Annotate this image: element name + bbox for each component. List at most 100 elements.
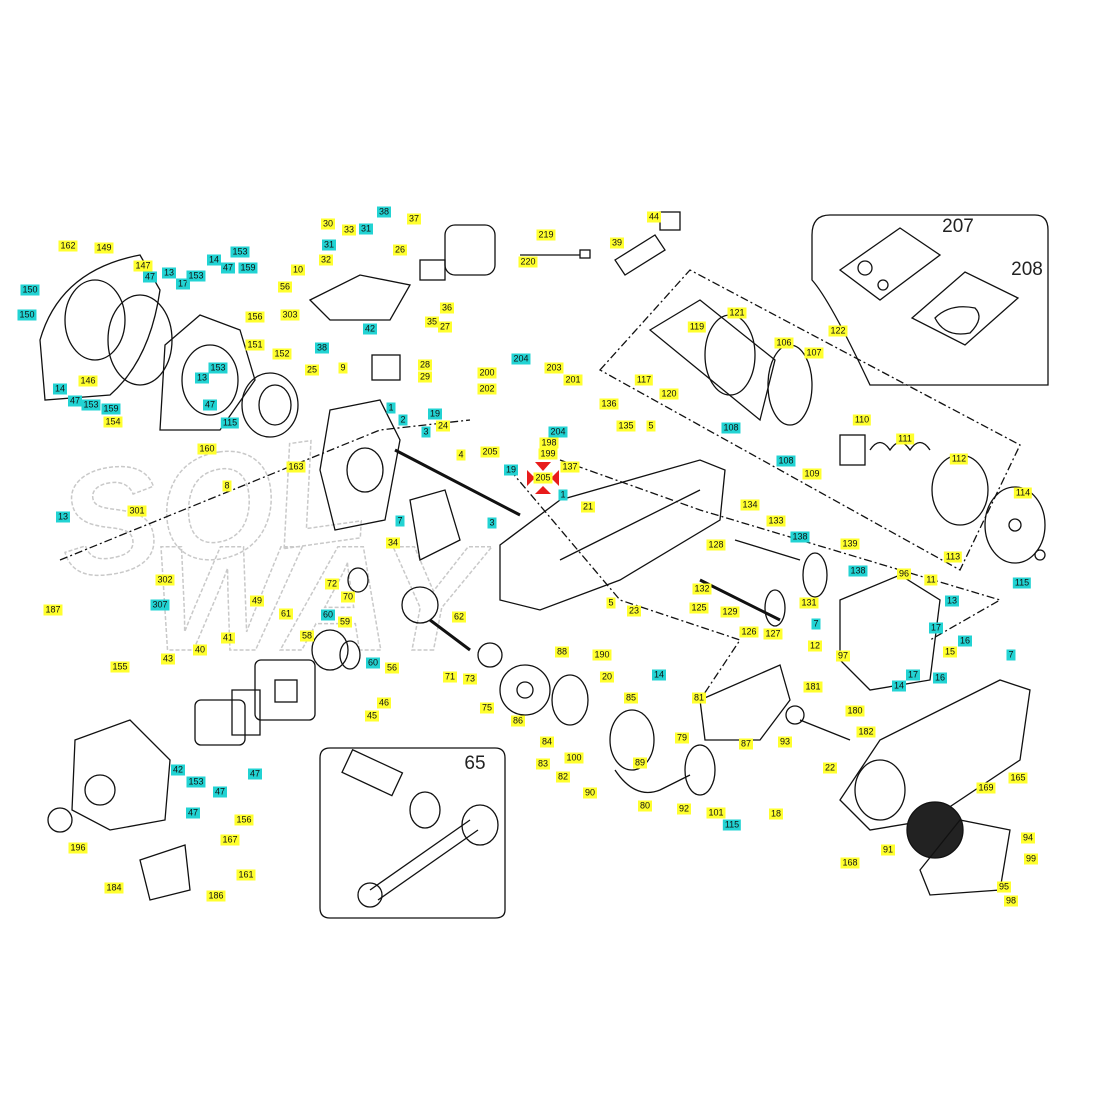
part-callout-129[interactable]: 129 [720, 606, 740, 618]
part-callout-71[interactable]: 71 [442, 671, 458, 683]
part-callout-49[interactable]: 49 [249, 595, 265, 607]
part-callout-42[interactable]: 42 [170, 764, 186, 776]
part-callout-7[interactable]: 7 [1006, 649, 1016, 661]
part-callout-187[interactable]: 187 [43, 604, 63, 616]
part-callout-138[interactable]: 138 [790, 531, 810, 543]
part-callout-31[interactable]: 31 [358, 223, 374, 235]
part-callout-59[interactable]: 59 [337, 616, 353, 628]
part-callout-41[interactable]: 41 [220, 632, 236, 644]
part-callout-186[interactable]: 186 [206, 890, 226, 902]
part-callout-106[interactable]: 106 [774, 337, 794, 349]
part-callout-13[interactable]: 13 [161, 267, 177, 279]
part-callout-19[interactable]: 19 [503, 464, 519, 476]
part-callout-200[interactable]: 200 [477, 367, 497, 379]
part-callout-94[interactable]: 94 [1020, 832, 1036, 844]
part-callout-125[interactable]: 125 [689, 602, 709, 614]
part-callout-204[interactable]: 204 [511, 353, 531, 365]
part-callout-56[interactable]: 56 [277, 281, 293, 293]
part-callout-88[interactable]: 88 [554, 646, 570, 658]
part-callout-203[interactable]: 203 [544, 362, 564, 374]
part-callout-90[interactable]: 90 [582, 787, 598, 799]
part-callout-17[interactable]: 17 [928, 622, 944, 634]
part-callout-87[interactable]: 87 [738, 738, 754, 750]
part-callout-1[interactable]: 1 [558, 489, 568, 501]
part-callout-302[interactable]: 302 [155, 574, 175, 586]
part-callout-47[interactable]: 47 [202, 399, 218, 411]
part-callout-11[interactable]: 11 [924, 574, 938, 586]
part-callout-100[interactable]: 100 [564, 752, 584, 764]
part-callout-85[interactable]: 85 [623, 692, 639, 704]
part-callout-122[interactable]: 122 [828, 325, 848, 337]
part-callout-97[interactable]: 97 [835, 650, 851, 662]
part-callout-169[interactable]: 169 [976, 782, 996, 794]
part-callout-196[interactable]: 196 [68, 842, 88, 854]
part-callout-16[interactable]: 16 [932, 672, 948, 684]
part-callout-23[interactable]: 23 [626, 605, 642, 617]
part-callout-121[interactable]: 121 [727, 307, 747, 319]
part-callout-167[interactable]: 167 [220, 834, 240, 846]
part-callout-184[interactable]: 184 [104, 882, 124, 894]
part-callout-95[interactable]: 95 [996, 881, 1012, 893]
part-callout-31[interactable]: 31 [321, 239, 337, 251]
part-callout-42[interactable]: 42 [362, 323, 378, 335]
part-callout-20[interactable]: 20 [599, 671, 615, 683]
part-callout-199[interactable]: 199 [538, 448, 558, 460]
part-callout-136[interactable]: 136 [599, 398, 619, 410]
part-callout-75[interactable]: 75 [479, 702, 495, 714]
part-callout-12[interactable]: 12 [807, 640, 823, 652]
part-callout-149[interactable]: 149 [94, 242, 114, 254]
part-callout-153[interactable]: 153 [81, 399, 101, 411]
part-callout-156[interactable]: 156 [245, 311, 265, 323]
inset-label-207[interactable]: 207 [942, 216, 974, 237]
part-callout-84[interactable]: 84 [539, 736, 555, 748]
part-callout-61[interactable]: 61 [278, 608, 294, 620]
part-callout-7[interactable]: 7 [811, 618, 821, 630]
part-callout-110[interactable]: 110 [852, 414, 872, 426]
part-callout-32[interactable]: 32 [318, 254, 334, 266]
part-callout-159[interactable]: 159 [238, 262, 258, 274]
part-callout-161[interactable]: 161 [236, 869, 256, 881]
part-callout-45[interactable]: 45 [364, 710, 380, 722]
part-callout-62[interactable]: 62 [451, 611, 467, 623]
part-callout-117[interactable]: 117 [634, 374, 654, 386]
part-callout-3[interactable]: 3 [487, 517, 497, 529]
part-callout-9[interactable]: 9 [338, 362, 348, 374]
part-callout-24[interactable]: 24 [435, 420, 451, 432]
part-callout-26[interactable]: 26 [392, 244, 408, 256]
part-callout-38[interactable]: 38 [314, 342, 330, 354]
part-callout-127[interactable]: 127 [763, 628, 783, 640]
part-callout-13[interactable]: 13 [194, 372, 210, 384]
part-callout-138[interactable]: 138 [848, 565, 868, 577]
part-callout-108[interactable]: 108 [776, 455, 796, 467]
part-callout-3[interactable]: 3 [421, 426, 431, 438]
part-callout-96[interactable]: 96 [896, 568, 912, 580]
part-callout-47[interactable]: 47 [247, 768, 263, 780]
part-callout-27[interactable]: 27 [437, 321, 453, 333]
part-callout-72[interactable]: 72 [324, 578, 340, 590]
part-callout-120[interactable]: 120 [659, 388, 679, 400]
part-callout-128[interactable]: 128 [706, 539, 726, 551]
part-callout-47[interactable]: 47 [67, 395, 83, 407]
inset-label-65[interactable]: 65 [464, 753, 486, 774]
part-callout-29[interactable]: 29 [417, 371, 433, 383]
part-callout-47[interactable]: 47 [212, 786, 228, 798]
part-callout-201[interactable]: 201 [563, 374, 583, 386]
part-callout-205[interactable]: 205 [480, 446, 500, 458]
part-callout-190[interactable]: 190 [592, 649, 612, 661]
part-callout-159[interactable]: 159 [101, 403, 121, 415]
part-callout-151[interactable]: 151 [245, 339, 265, 351]
part-callout-89[interactable]: 89 [632, 757, 648, 769]
part-callout-34[interactable]: 34 [385, 537, 401, 549]
part-callout-114[interactable]: 114 [1013, 487, 1033, 499]
part-callout-115[interactable]: 115 [1012, 577, 1032, 589]
part-callout-2[interactable]: 2 [398, 414, 408, 426]
part-callout-115[interactable]: 115 [722, 819, 742, 831]
part-callout-154[interactable]: 154 [103, 416, 123, 428]
part-callout-131[interactable]: 131 [799, 597, 819, 609]
part-callout-14[interactable]: 14 [651, 669, 667, 681]
part-callout-16[interactable]: 16 [957, 635, 973, 647]
part-callout-165[interactable]: 165 [1008, 772, 1028, 784]
inset-label-208[interactable]: 208 [1011, 259, 1043, 280]
part-callout-307[interactable]: 307 [150, 599, 170, 611]
part-callout-13[interactable]: 13 [944, 595, 960, 607]
